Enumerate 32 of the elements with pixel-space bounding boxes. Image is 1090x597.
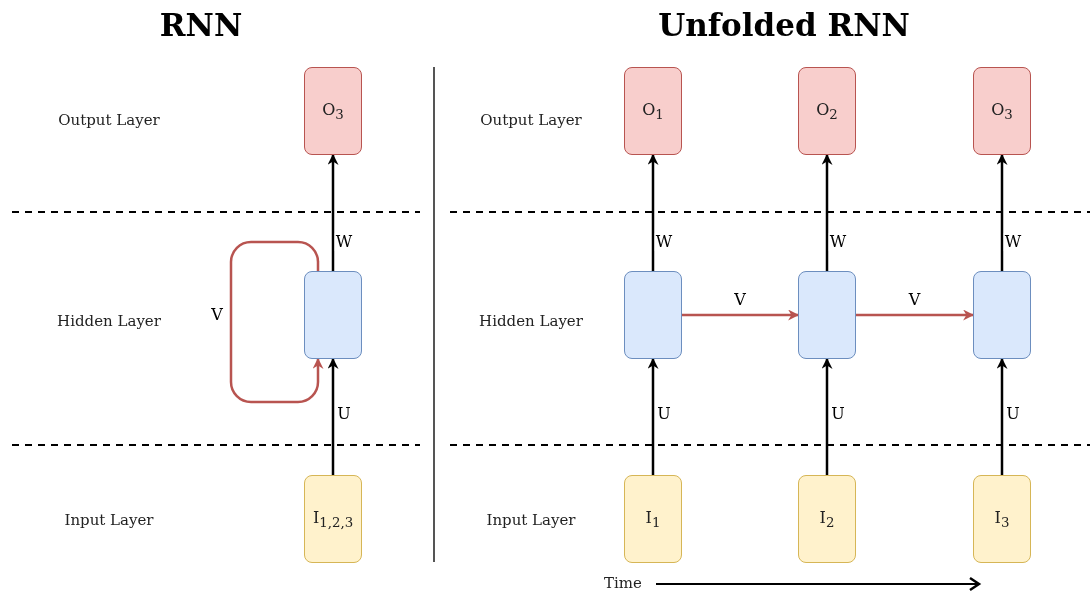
- hidden-state-box: [973, 271, 1031, 359]
- output-box: O$_{1}$: [624, 67, 682, 155]
- layer-label: Output Layer: [480, 111, 582, 129]
- output-box: O$_{3}$: [973, 67, 1031, 155]
- arrow: [821, 153, 833, 271]
- layer-label: Input Layer: [64, 511, 154, 529]
- panel-title: RNN: [159, 7, 243, 43]
- axis-label: Time: [604, 574, 642, 593]
- layer-label: Hidden Layer: [57, 312, 161, 330]
- arrow: [996, 357, 1008, 475]
- input-box: I$_{2}$: [798, 475, 856, 563]
- input-box: I$_{3}$: [973, 475, 1031, 563]
- arrow: [229, 240, 324, 404]
- hidden-state-box: [624, 271, 682, 359]
- input-box: I$_{1,2,3}$: [304, 475, 362, 563]
- hidden-state-box: [304, 271, 362, 359]
- layer-label: Hidden Layer: [479, 312, 583, 330]
- arrow: [856, 309, 975, 321]
- arrow: [682, 309, 800, 321]
- hidden-state-box: [798, 271, 856, 359]
- output-box: O$_{3}$: [304, 67, 362, 155]
- output-box: O$_{2}$: [798, 67, 856, 155]
- layer-label: Input Layer: [486, 511, 576, 529]
- arrow: [327, 153, 339, 271]
- arrow: [996, 153, 1008, 271]
- input-box: I$_{1}$: [624, 475, 682, 563]
- arrow: [647, 357, 659, 475]
- layer-label: Output Layer: [58, 111, 160, 129]
- arrow: [821, 357, 833, 475]
- arrow: [327, 357, 339, 475]
- panel-title: Unfolded RNN: [658, 7, 910, 43]
- arrow: [647, 153, 659, 271]
